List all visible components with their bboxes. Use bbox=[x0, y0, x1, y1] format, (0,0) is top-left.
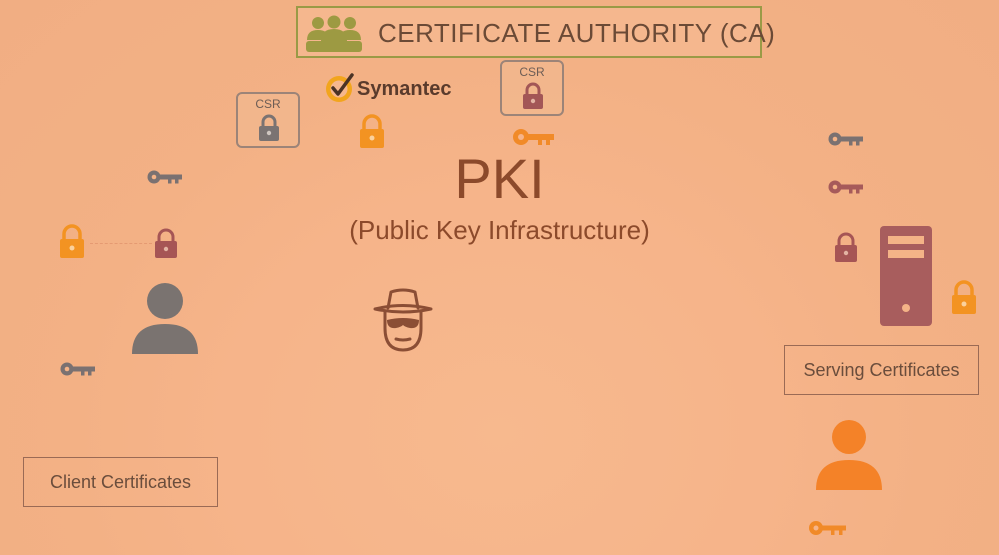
ca-title: CERTIFICATE AUTHORITY (CA) bbox=[378, 18, 776, 48]
lock-icon bbox=[58, 224, 86, 260]
csr-request-left: CSR bbox=[236, 92, 300, 148]
key-icon bbox=[828, 178, 864, 196]
key-icon bbox=[512, 126, 556, 148]
csr-label: CSR bbox=[255, 97, 281, 111]
key-icon bbox=[60, 360, 96, 378]
lock-icon bbox=[258, 114, 280, 142]
key-icon bbox=[828, 130, 864, 148]
user-icon bbox=[814, 418, 884, 492]
csr-label: CSR bbox=[519, 65, 545, 79]
group-of-people-icon bbox=[304, 14, 364, 54]
client-certificates-label: Client Certificates bbox=[23, 457, 218, 507]
hacker-icon bbox=[372, 288, 434, 352]
server-icon bbox=[880, 226, 932, 326]
key-icon bbox=[808, 518, 848, 538]
key-icon bbox=[147, 168, 183, 186]
lock-icon bbox=[950, 280, 978, 316]
pki-subtitle: (Public Key Infrastructure) bbox=[349, 215, 650, 245]
certificate-authority-box: CERTIFICATE AUTHORITY (CA) bbox=[296, 6, 775, 58]
lock-icon bbox=[834, 232, 858, 264]
symantec-brand: Symantec bbox=[357, 78, 452, 100]
csr-request-right: CSR bbox=[500, 60, 564, 116]
lock-icon bbox=[154, 228, 178, 260]
connection-line bbox=[90, 243, 152, 244]
lock-icon bbox=[358, 114, 386, 150]
lock-icon bbox=[522, 82, 544, 110]
serving-certificates-label: Serving Certificates bbox=[784, 345, 979, 395]
user-icon bbox=[130, 282, 200, 356]
pki-title: PKI bbox=[454, 147, 545, 210]
checkmark-logo-icon bbox=[324, 72, 356, 104]
